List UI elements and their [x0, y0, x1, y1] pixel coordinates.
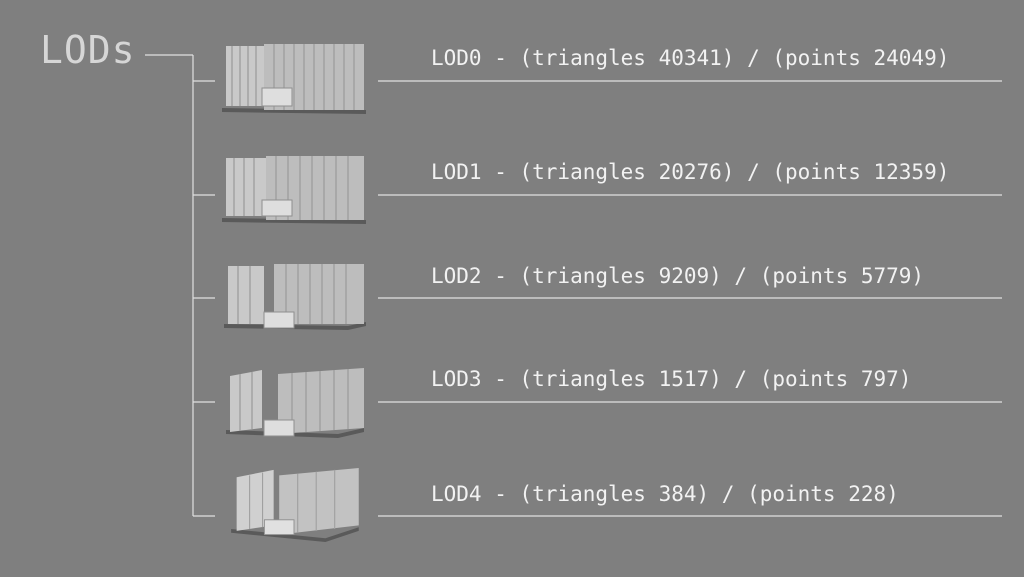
- lod2-label: LOD2 - (triangles 9209) / (points 5779): [431, 264, 925, 288]
- lod1-label: LOD1 - (triangles 20276) / (points 12359…: [431, 160, 950, 184]
- lod1-model-image: [222, 156, 366, 224]
- lod2-model-image: [224, 264, 366, 330]
- lod3-label: LOD3 - (triangles 1517) / (points 797): [431, 367, 912, 391]
- lod0-label: LOD0 - (triangles 40341) / (points 24049…: [431, 46, 950, 70]
- diagram-title: LODs: [40, 28, 136, 72]
- lod3-model-image: [226, 368, 364, 438]
- lod4-model-image: [231, 468, 359, 542]
- lod4-label: LOD4 - (triangles 384) / (points 228): [431, 482, 899, 506]
- lod0-model-image: [222, 44, 366, 114]
